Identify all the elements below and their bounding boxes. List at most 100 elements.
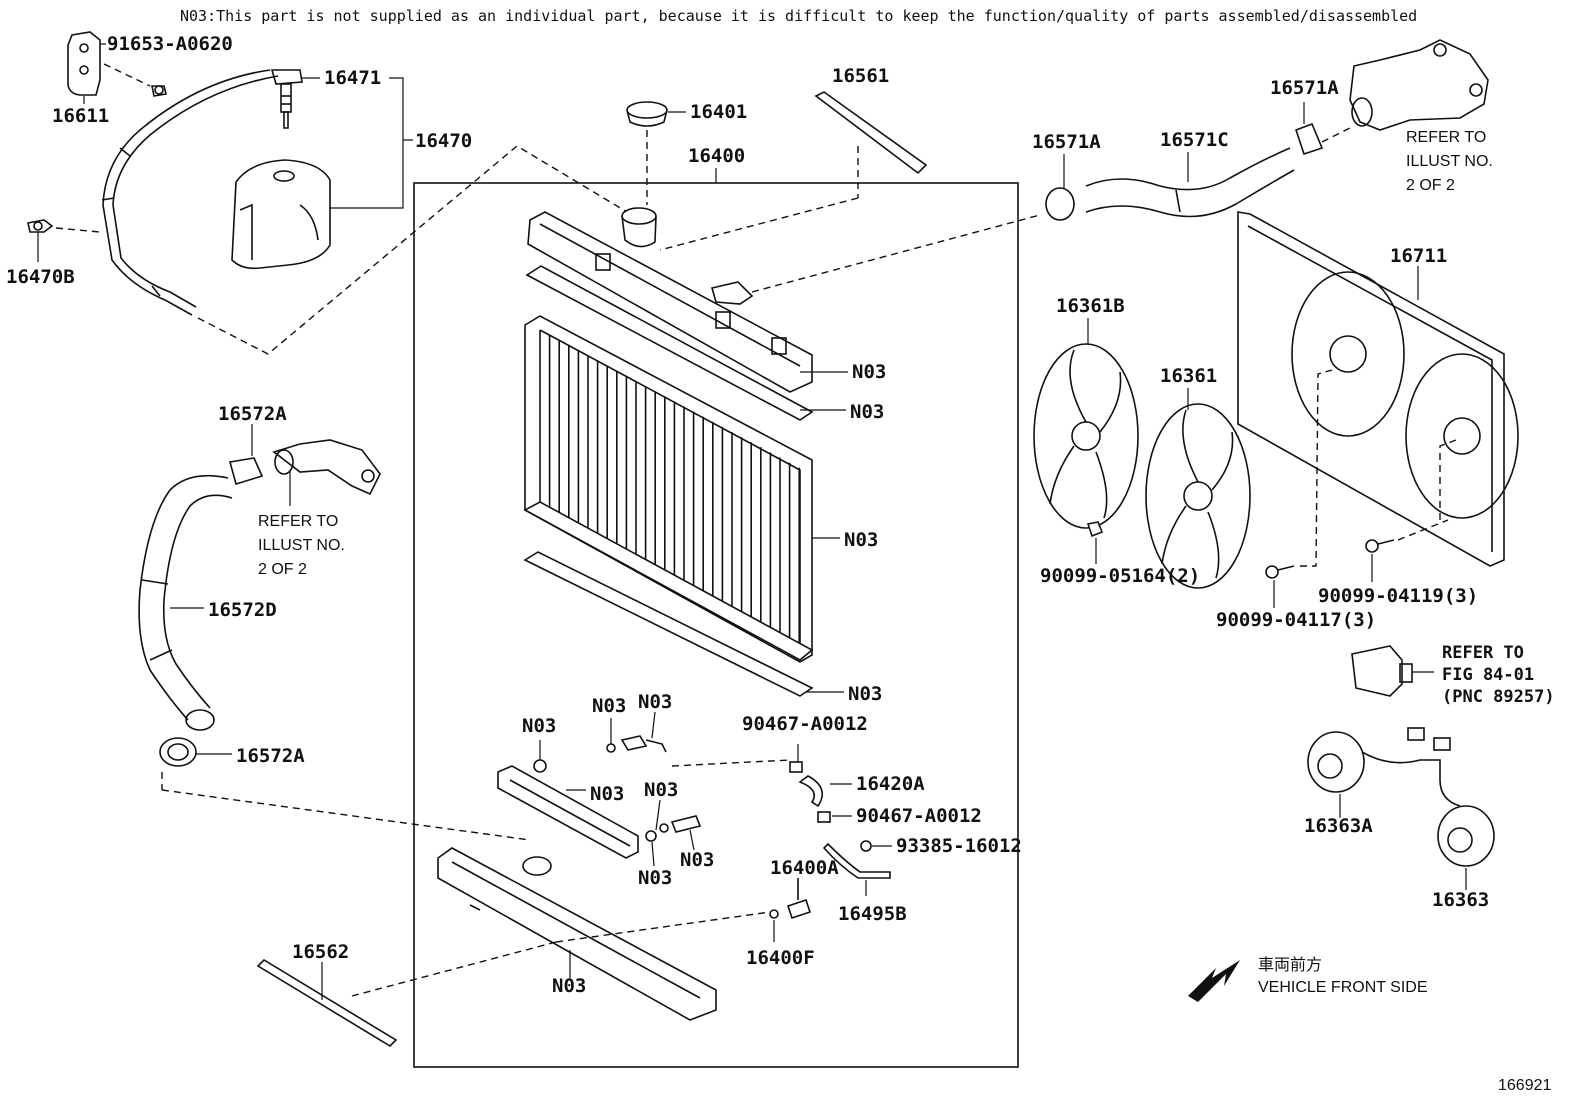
- nut-90099-05164: [1086, 521, 1104, 538]
- reservoir-bracket-16611: [67, 31, 101, 96]
- label-n03-oil-cooler: N03: [590, 783, 624, 805]
- hose-16420a: [798, 775, 824, 808]
- reservoir-hose: [101, 69, 279, 316]
- fitting: [620, 735, 648, 751]
- label-90099-04119: 90099-04119(3): [1318, 585, 1478, 607]
- reservoir-cap-16471: [270, 69, 303, 129]
- refer-upper-line-3: 2 OF 2: [1406, 177, 1455, 194]
- label-n03-oring-c: N03: [644, 779, 678, 801]
- front-side-english: VEHICLE FRONT SIDE: [1258, 979, 1428, 996]
- header-note: N03:This part is not supplied as an indi…: [180, 7, 1417, 25]
- label-16711: 16711: [1390, 245, 1447, 267]
- clamp-90467: [789, 761, 803, 773]
- label-16611: 16611: [52, 105, 109, 127]
- upper-hose-16571c: [1085, 147, 1295, 218]
- label-16572a-lower: 16572A: [236, 745, 305, 767]
- label-16495b: 16495B: [838, 903, 907, 925]
- bolt-93385: [860, 840, 872, 852]
- label-n03-fitting-a: N03: [638, 691, 672, 713]
- label-90099-05164: 90099-05164(2): [1040, 565, 1200, 587]
- label-16400: 16400: [688, 145, 745, 167]
- label-93385-16012: 93385-16012: [896, 835, 1022, 857]
- radiator-core: [524, 315, 813, 663]
- label-n03-oring-b: N03: [592, 695, 626, 717]
- label-16363: 16363: [1432, 889, 1489, 911]
- fan-motor-16363: [1437, 805, 1495, 867]
- radiator-cap-16401: [626, 101, 668, 127]
- label-16562: 16562: [292, 941, 349, 963]
- radiator-upper-tank: [527, 207, 813, 393]
- label-n03-upper-tank: N03: [852, 361, 886, 383]
- label-16470: 16470: [415, 130, 472, 152]
- label-n03-oring-a: N03: [522, 715, 556, 737]
- refer-fig-line-1: REFER TO: [1442, 643, 1524, 663]
- refer-lower-line-2: ILLUST NO.: [258, 537, 345, 554]
- label-90467-a0012-lower: 90467-A0012: [856, 805, 982, 827]
- label-n03-upper-gasket: N03: [850, 401, 884, 423]
- label-16470b: 16470B: [6, 266, 75, 288]
- inlet-housing: [1349, 39, 1489, 131]
- drain-cock-16400a: [786, 878, 812, 920]
- seal-strip-16561: [814, 91, 928, 175]
- fan-shroud-16711: [1237, 211, 1519, 567]
- label-n03-core: N03: [844, 529, 878, 551]
- oil-cooler: [497, 765, 639, 859]
- refer-lower-line-3: 2 OF 2: [258, 561, 307, 578]
- lower-hose-16572d: [138, 474, 233, 731]
- label-16400a: 16400A: [770, 857, 839, 879]
- label-16571a-left: 16571A: [1032, 131, 1101, 153]
- label-16420a: 16420A: [856, 773, 925, 795]
- hose-clamp-16571a-left: [1045, 187, 1075, 221]
- refer-lower-line-1: REFER TO: [258, 513, 338, 530]
- figure-id: 166921: [1498, 1077, 1551, 1094]
- label-16572d: 16572D: [208, 599, 277, 621]
- hose-clamp-16572a-upper: [228, 457, 264, 486]
- fitting: [670, 815, 702, 833]
- front-side-japanese: 車両前方: [1258, 956, 1322, 974]
- hose-clip-16470b: [27, 219, 54, 233]
- radiator-lower-tank: [437, 847, 717, 1021]
- refer-fig-line-3: (PNC 89257): [1442, 687, 1555, 707]
- hose-clamp-16571a-right: [1294, 122, 1324, 156]
- o-ring: [659, 823, 669, 833]
- bolt-90099-04119: [1365, 539, 1395, 553]
- label-16471: 16471: [324, 67, 381, 89]
- lower-core-plate: [523, 501, 814, 661]
- refer-upper-line-1: REFER TO: [1406, 129, 1486, 146]
- label-91653-a0620: 91653-A0620: [107, 33, 233, 55]
- clamp-90467: [817, 811, 831, 823]
- label-16571a-right: 16571A: [1270, 77, 1339, 99]
- fan-relay: [1351, 645, 1413, 697]
- fan-16361b: [1033, 343, 1139, 529]
- fan-16361: [1145, 403, 1251, 589]
- o-ring: [606, 743, 616, 753]
- seal-strip-16562: [256, 958, 398, 1048]
- reservoir-tank: [231, 159, 331, 270]
- label-n03-fitting-b: N03: [680, 849, 714, 871]
- label-16363a: 16363A: [1304, 815, 1373, 837]
- label-16361b: 16361B: [1056, 295, 1125, 317]
- bracket-16495b: [822, 842, 891, 879]
- refer-fig-line-2: FIG 84-01: [1442, 665, 1534, 685]
- label-90099-04117: 90099-04117(3): [1216, 609, 1376, 631]
- label-n03-oring-d: N03: [638, 867, 672, 889]
- bolt-91653: [151, 85, 167, 97]
- label-16401: 16401: [690, 101, 747, 123]
- label-16361: 16361: [1160, 365, 1217, 387]
- label-16400f: 16400F: [746, 947, 815, 969]
- label-n03-lower-tank: N03: [552, 975, 586, 997]
- label-90467-a0012-upper: 90467-A0012: [742, 713, 868, 735]
- refer-upper-line-2: ILLUST NO.: [1406, 153, 1493, 170]
- label-16572a-upper: 16572A: [218, 403, 287, 425]
- upper-gasket: [525, 265, 814, 421]
- o-ring: [645, 830, 657, 842]
- o-ring-16400f: [769, 909, 779, 919]
- outlet-fitting: [272, 439, 381, 496]
- lower-gasket: [523, 551, 814, 697]
- vehicle-front-arrow-icon: [1188, 960, 1240, 1002]
- hose-clamp-16572a-lower: [159, 737, 197, 767]
- label-n03-lower-gasket: N03: [848, 683, 882, 705]
- o-ring: [533, 759, 547, 773]
